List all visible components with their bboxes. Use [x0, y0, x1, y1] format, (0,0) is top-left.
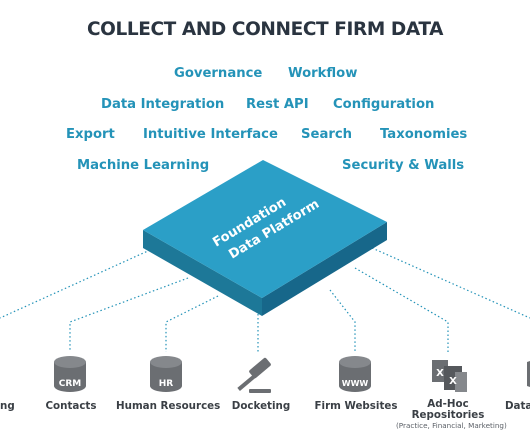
source-label-adhoc-line1: Ad-Hoc: [427, 398, 469, 410]
connector-websites: [329, 289, 356, 352]
feature-data-integration: Data Integration: [101, 97, 225, 112]
spreadsheet-files-icon: X X: [432, 360, 467, 392]
svg-text:X: X: [449, 376, 457, 387]
crm-icon-label: CRM: [59, 379, 82, 389]
feature-machine-learning: Machine Learning: [77, 158, 210, 173]
feature-governance: Governance: [174, 66, 263, 81]
database-icon-hr: HR: [150, 356, 182, 392]
feature-export: Export: [66, 127, 115, 142]
feature-configuration: Configuration: [333, 97, 435, 112]
feature-intuitive-interface: Intuitive Interface: [143, 127, 278, 142]
feature-security-walls: Security & Walls: [342, 158, 465, 173]
platform-top: [143, 160, 387, 298]
feature-search: Search: [301, 127, 353, 142]
connector-contacts: [69, 277, 189, 352]
source-label-right-cut: Data: [505, 400, 530, 412]
feature-rest-api: Rest API: [246, 97, 309, 112]
www-icon-label: WWW: [342, 379, 369, 388]
connector-left-cut: [0, 249, 151, 319]
source-label-left-cut: ng: [0, 400, 15, 412]
source-label-docketing: Docketing: [231, 400, 291, 412]
svg-text:X: X: [436, 368, 444, 379]
connector-adhoc: [354, 267, 449, 352]
platform-side-left: [143, 230, 262, 316]
database-icon-crm: CRM: [54, 356, 86, 392]
source-label-adhoc-sub: (Practice, Financial, Marketing): [396, 421, 507, 430]
platform-block: Foundation Data Platform: [143, 160, 387, 316]
platform-side-right: [262, 222, 387, 316]
database-icon-www: WWW: [339, 356, 371, 392]
hr-icon-label: HR: [159, 379, 174, 389]
feature-workflow: Workflow: [288, 66, 358, 81]
diagram-title: COLLECT AND CONNECT FIRM DATA: [86, 19, 444, 40]
source-label-contacts: Contacts: [45, 400, 97, 412]
connector-lines: [0, 247, 530, 352]
source-label-adhoc-line2: Repositories: [411, 409, 485, 421]
connector-right-cut: [371, 247, 530, 319]
source-label-websites: Firm Websites: [314, 400, 398, 412]
gavel-icon: [237, 357, 271, 393]
database-icon-partial: [527, 361, 530, 387]
connector-hr: [165, 295, 219, 352]
source-label-hr: Human Resources: [116, 400, 221, 412]
feature-taxonomies: Taxonomies: [380, 127, 468, 142]
